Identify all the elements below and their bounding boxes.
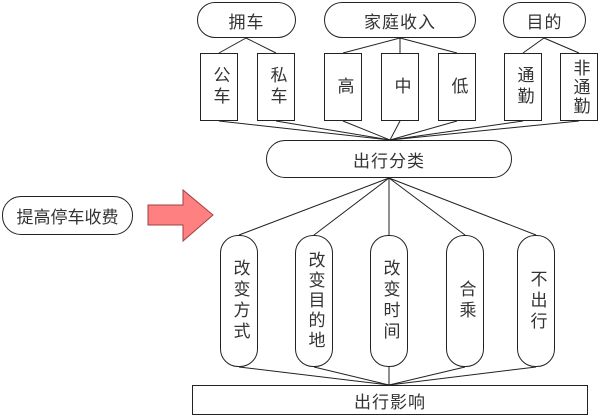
category-purpose: 目的 — [503, 2, 586, 38]
option-label: 中 — [390, 76, 411, 98]
category-purpose-label: 目的 — [526, 12, 563, 33]
response-label: 改变时间 — [379, 259, 400, 343]
connector-line — [218, 120, 391, 141]
response-label: 改变方式 — [229, 259, 250, 343]
connector-line — [342, 120, 391, 141]
connector-line — [245, 37, 277, 54]
connector-line — [388, 177, 537, 236]
connector-line — [313, 177, 390, 236]
connector-line — [399, 37, 458, 54]
option-label: 高 — [333, 76, 354, 98]
option-label: 公车 — [209, 66, 230, 108]
connector-line — [275, 120, 391, 141]
option-label: 私车 — [266, 66, 287, 108]
response-label: 不出行 — [526, 269, 547, 333]
option-label: 通勤 — [513, 66, 534, 108]
option-label: 低 — [447, 76, 468, 98]
option-commute: 通勤 — [504, 53, 542, 121]
option-income-high: 高 — [324, 53, 362, 121]
connector-line — [389, 120, 401, 141]
travel-impact: 出行影响 — [192, 385, 588, 415]
option-income-low: 低 — [438, 53, 476, 121]
connector-line — [313, 366, 390, 386]
response-change-mode: 改变方式 — [220, 235, 258, 367]
connector-line — [389, 120, 458, 141]
option-public-car: 公车 — [200, 53, 238, 121]
response-no-trip: 不出行 — [517, 235, 555, 367]
travel-classification: 出行分类 — [266, 140, 512, 178]
response-label: 改变目的地 — [304, 251, 325, 351]
option-income-mid: 中 — [381, 53, 419, 121]
connector-line — [522, 37, 545, 54]
response-change-time: 改变时间 — [370, 235, 408, 367]
connector-line — [389, 120, 524, 141]
connector-line — [238, 366, 390, 386]
category-income-label: 家庭收入 — [364, 12, 436, 33]
travel-classification-label: 出行分类 — [353, 151, 425, 172]
connector-line — [388, 177, 466, 236]
connector-line — [342, 37, 401, 54]
option-private-car: 私车 — [257, 53, 295, 121]
connector-line — [388, 366, 466, 386]
connector-line — [389, 120, 580, 141]
connector-line — [388, 366, 537, 386]
response-change-destination: 改变目的地 — [295, 235, 333, 367]
connector-line — [238, 177, 390, 236]
connector-line — [218, 37, 247, 54]
travel-impact-label: 出行影响 — [354, 392, 426, 413]
response-label: 合乘 — [455, 280, 476, 322]
policy-node: 提高停车收费 — [2, 196, 133, 235]
connector-line — [543, 37, 580, 54]
option-label: 非通勤 — [569, 58, 590, 116]
policy-label: 提高停车收费 — [16, 208, 119, 228]
option-non-commute: 非通勤 — [560, 53, 598, 121]
category-car-label: 拥车 — [228, 12, 265, 33]
response-carpool: 合乘 — [446, 235, 484, 367]
category-income: 家庭收入 — [324, 2, 476, 38]
category-car: 拥车 — [197, 2, 296, 38]
